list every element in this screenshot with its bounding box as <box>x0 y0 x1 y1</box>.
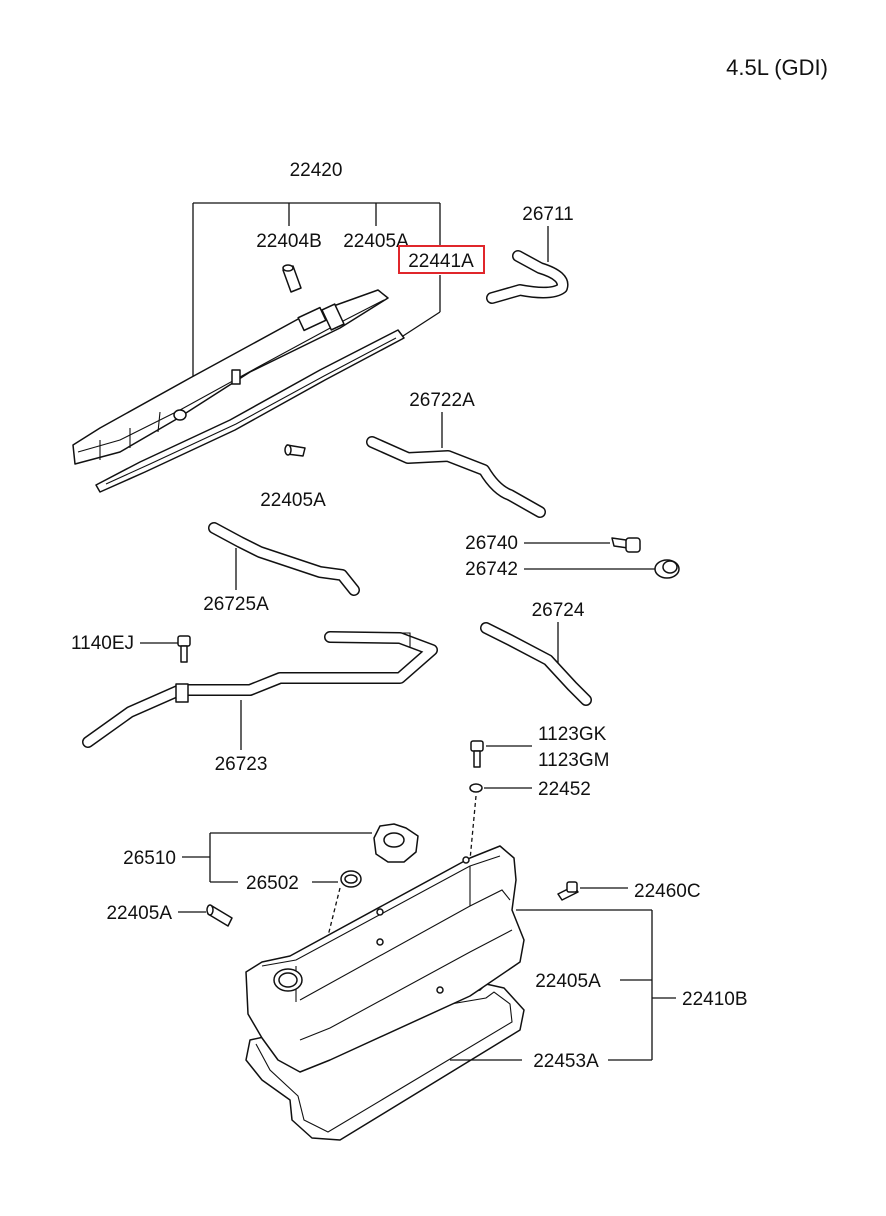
hose-26725A <box>208 522 360 596</box>
rocker-cover-22410B <box>245 845 525 1141</box>
label-22453A[interactable]: 22453A <box>533 1051 599 1072</box>
label-26725A[interactable]: 26725A <box>203 594 269 615</box>
label-22405A-left[interactable]: 22405A <box>106 903 172 924</box>
label-26740[interactable]: 26740 <box>465 533 518 554</box>
plug-22405A-mid <box>284 444 306 457</box>
label-22405A-right[interactable]: 22405A <box>535 971 601 992</box>
label-22452[interactable]: 22452 <box>538 779 591 800</box>
bolt-1123 <box>470 740 484 768</box>
leader-22420 <box>192 202 441 382</box>
gasket-22441A <box>95 329 405 493</box>
label-22405A-top[interactable]: 22405A <box>343 231 409 252</box>
label-22404B[interactable]: 22404B <box>256 231 322 252</box>
o-ring-26502 <box>340 870 362 888</box>
bolt-1140EJ <box>177 635 191 663</box>
engine-label: 4.5L (GDI) <box>726 55 828 80</box>
label-1123GK[interactable]: 1123GK <box>538 724 607 745</box>
hose-26722A <box>366 436 546 518</box>
oil-cap-26510 <box>373 823 419 863</box>
label-26711[interactable]: 26711 <box>522 204 573 225</box>
label-1123GM[interactable]: 1123GM <box>538 750 609 771</box>
label-26723[interactable]: 26723 <box>215 754 268 775</box>
leader-22410B <box>450 909 676 1061</box>
label-26742[interactable]: 26742 <box>465 559 518 580</box>
bolt-22460C <box>557 881 579 901</box>
hose-26711 <box>486 250 569 304</box>
label-22441A[interactable]: 22441A <box>408 251 474 272</box>
label-22405A-mid[interactable]: 22405A <box>260 490 326 511</box>
highlight-box <box>398 245 485 274</box>
leader-26510 <box>182 832 372 883</box>
label-26502[interactable]: 26502 <box>246 873 299 894</box>
label-1140EJ[interactable]: 1140EJ <box>71 633 134 654</box>
pipe-26723 <box>82 631 438 748</box>
plug-22405A-left <box>206 904 233 927</box>
label-26724[interactable]: 26724 <box>532 600 585 621</box>
hose-26724 <box>480 622 592 706</box>
baffle-plate <box>72 289 389 465</box>
dash-22452 <box>469 795 477 861</box>
label-22410B[interactable]: 22410B <box>682 989 748 1010</box>
plug-22404B <box>282 264 302 293</box>
label-22460C[interactable]: 22460C <box>634 881 701 902</box>
label-26510[interactable]: 26510 <box>123 848 176 869</box>
label-26722A[interactable]: 26722A <box>409 390 475 411</box>
label-22420[interactable]: 22420 <box>290 160 343 181</box>
washer-22452 <box>469 783 483 793</box>
grommet-26742 <box>654 559 680 579</box>
dash-26502 <box>321 887 341 961</box>
valve-26740 <box>611 537 641 553</box>
